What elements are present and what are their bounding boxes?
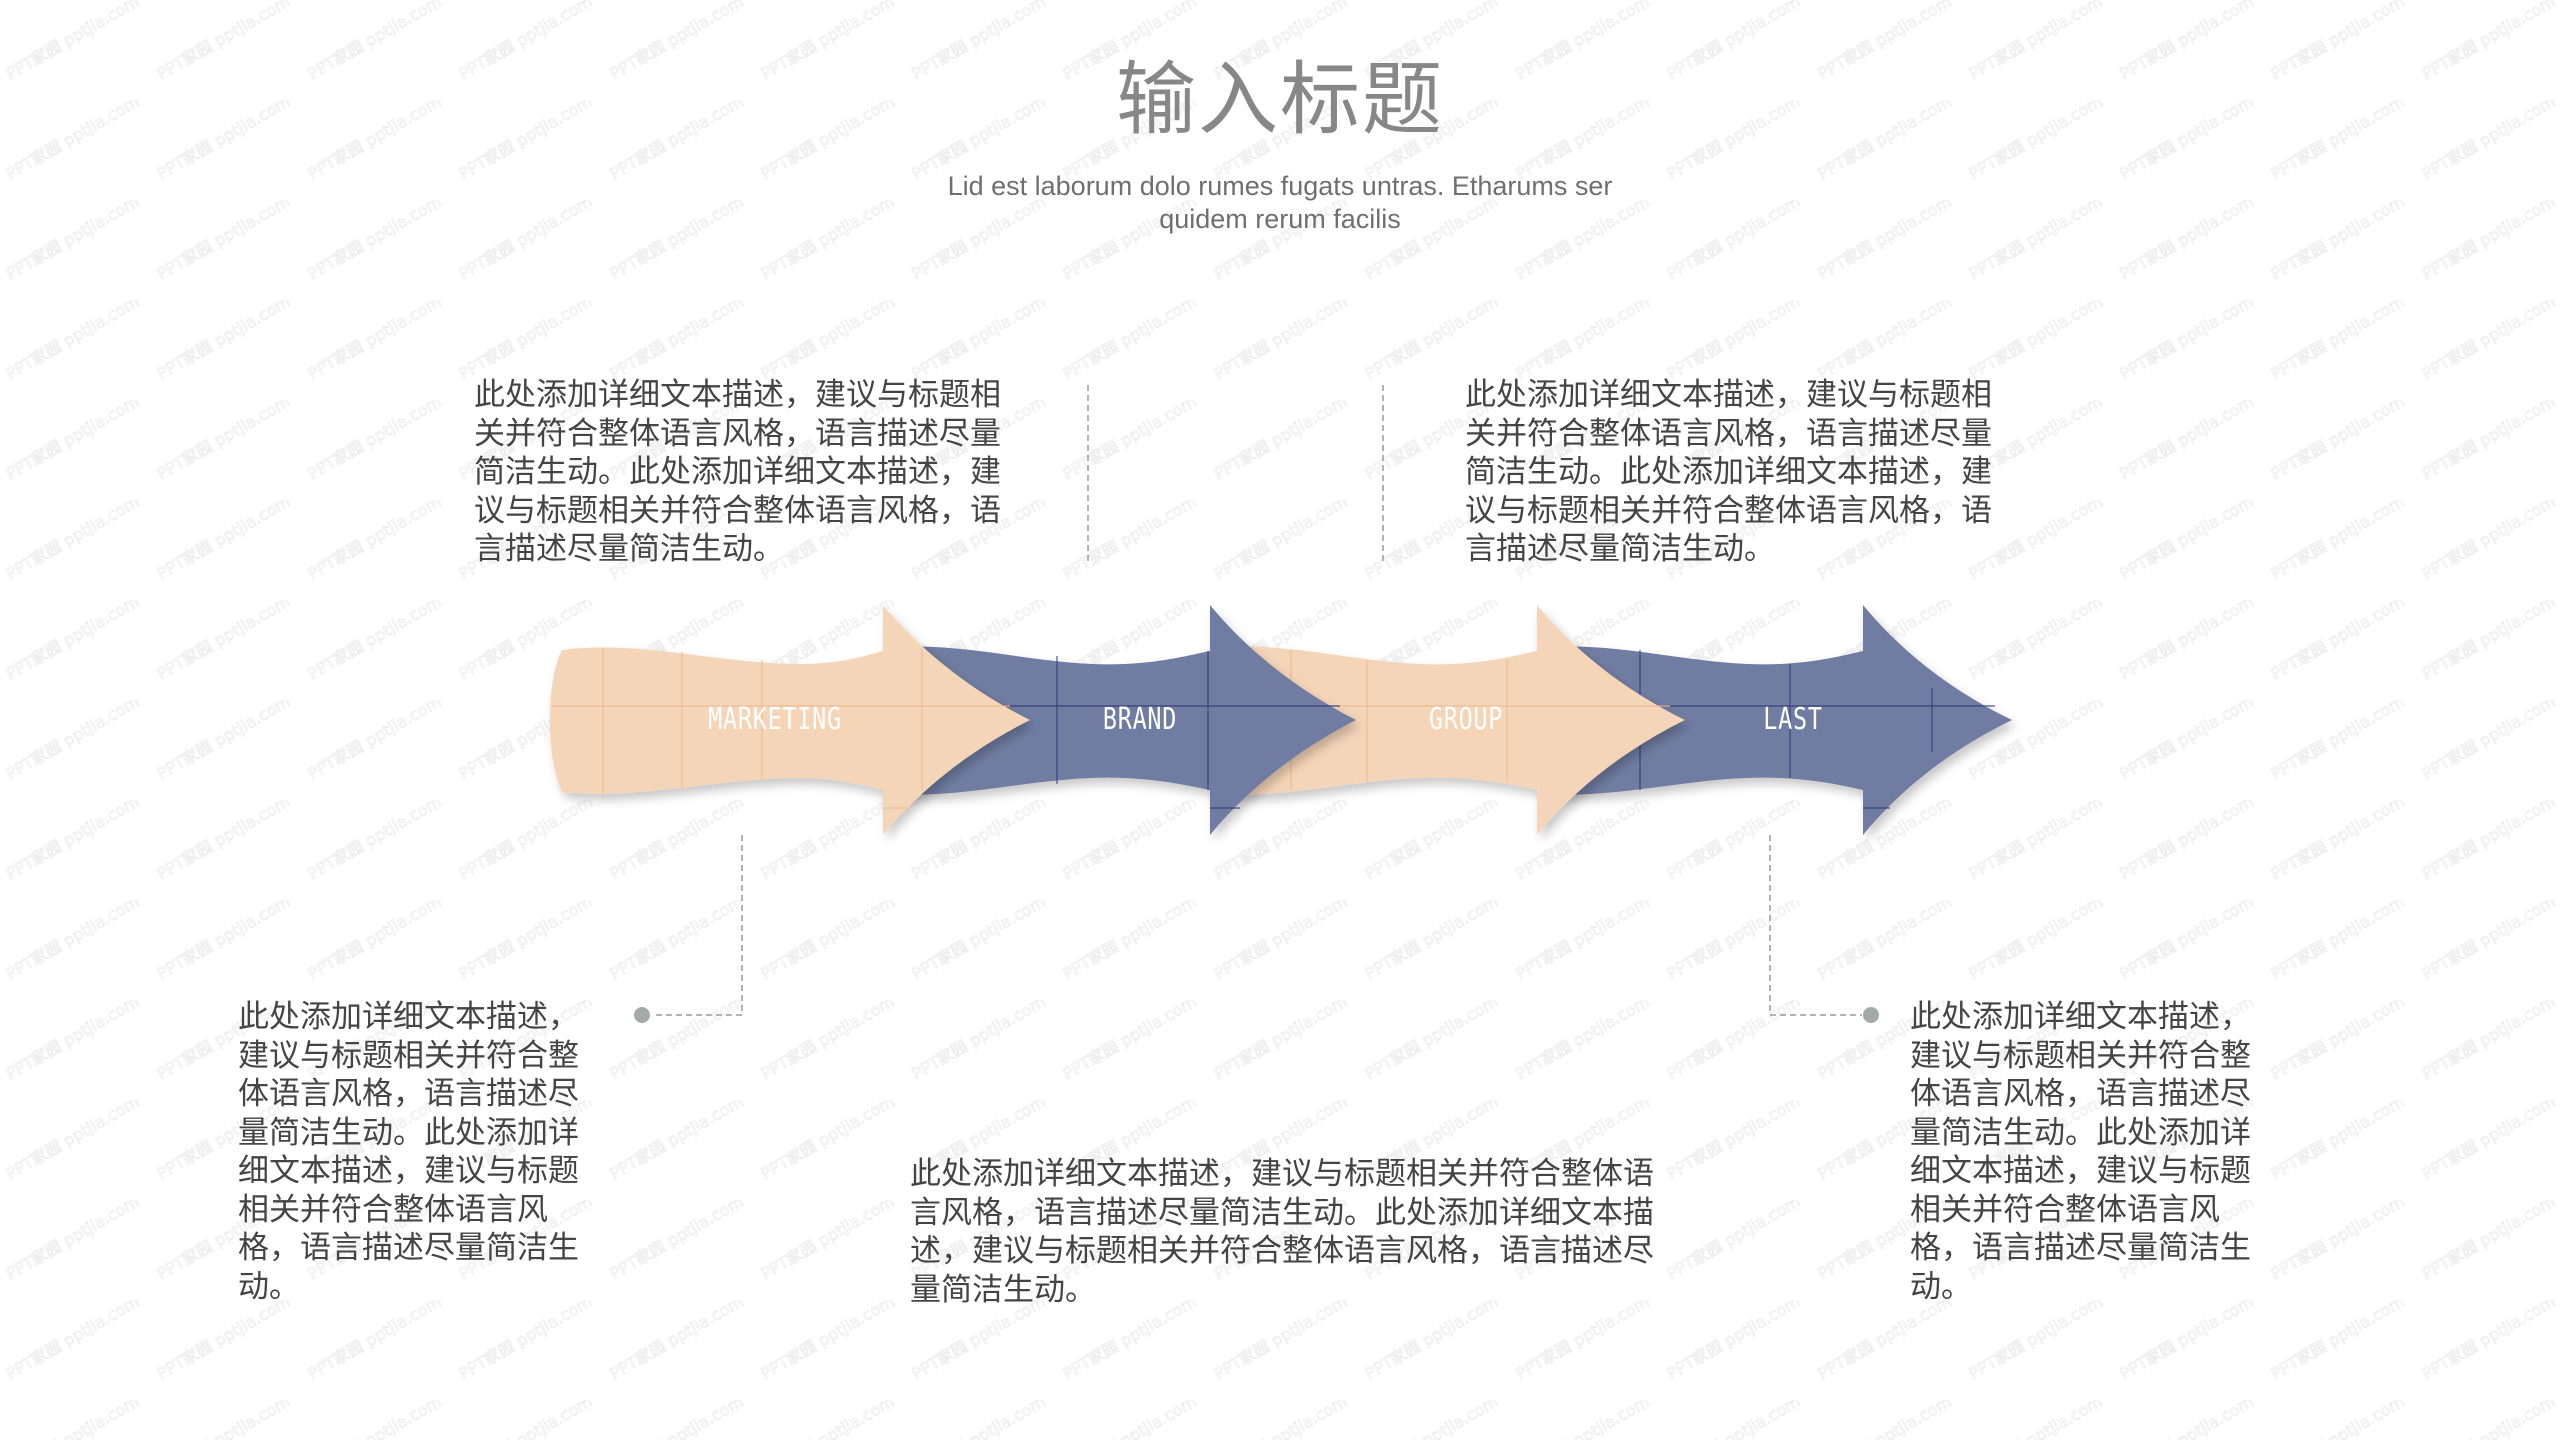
connector-bottom-left — [634, 835, 743, 1023]
connector-dot-icon — [634, 1007, 650, 1023]
arrow-label-brand: BRAND — [1102, 702, 1178, 737]
arrow-label-group: GROUP — [1428, 702, 1504, 737]
description-top-right: 此处添加详细文本描述，建议与标题相关并符合整体语言风格，语言描述尽量简洁生动。此… — [1465, 377, 1992, 567]
page-subtitle: Lid est laborum dolo rumes fugats untras… — [947, 171, 1613, 234]
description-bottom-left: 此处添加详细文本描述，建议与标题相关并符合整体语言风格，语言描述尽量简洁生动。此… — [238, 999, 579, 1305]
arrow-label-last: LAST — [1763, 702, 1823, 737]
arrow-label-marketing: MARKETING — [708, 702, 842, 737]
description-bottom-right: 此处添加详细文本描述，建议与标题相关并符合整体语言风格，语言描述尽量简洁生动。此… — [1910, 999, 2251, 1305]
description-bottom-center: 此处添加详细文本描述，建议与标题相关并符合整体语言风格，语言描述尽量简洁生动。此… — [910, 1156, 1654, 1308]
connector-dot-icon — [1863, 1007, 1879, 1023]
page-title: 输入标题 — [1116, 53, 1444, 146]
connector-bottom-right — [1769, 835, 1879, 1023]
description-top-left: 此处添加详细文本描述，建议与标题相关并符合整体语言风格，语言描述尽量简洁生动。此… — [474, 377, 1001, 567]
